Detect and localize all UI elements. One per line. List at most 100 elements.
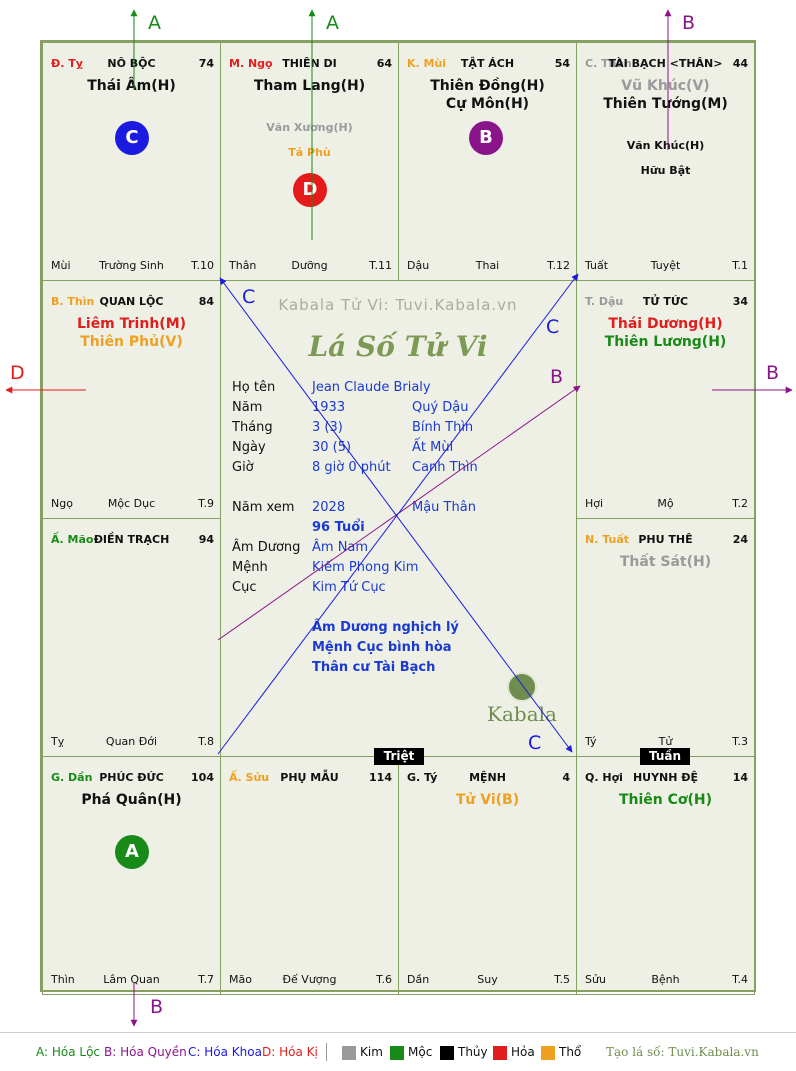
palace-number: 114 bbox=[369, 771, 392, 784]
arrow-label-c2: C bbox=[546, 316, 560, 338]
major-stars: Tử Vi(B) bbox=[399, 791, 576, 809]
palace-stage: Tuyệt bbox=[650, 259, 681, 272]
major-star: Liêm Trinh(M) bbox=[76, 316, 187, 332]
palace-month: T.3 bbox=[732, 735, 748, 748]
palace-month: T.2 bbox=[732, 497, 748, 510]
palace-branch: Mão bbox=[229, 973, 252, 986]
palace-month: T.1 bbox=[732, 259, 748, 272]
arrow-label-c1: C bbox=[242, 286, 256, 308]
major-star: Vũ Khúc(V) bbox=[621, 78, 710, 94]
swatch-moc bbox=[390, 1046, 404, 1060]
palace-number: 44 bbox=[732, 57, 748, 70]
palace-month: T.12 bbox=[547, 259, 570, 272]
major-star: Thiên Cơ(H) bbox=[618, 792, 713, 808]
palace-month: T.8 bbox=[198, 735, 214, 748]
major-stars: Vũ Khúc(V) Thiên Tướng(M) bbox=[577, 77, 754, 113]
palace-name: ĐIỀN TRẠCH bbox=[93, 533, 170, 546]
palace-canchi: M. Ngọ bbox=[229, 57, 273, 70]
minor-star: Hữu Bật bbox=[640, 164, 691, 177]
major-star: Thiên Lương(H) bbox=[604, 334, 727, 350]
major-star: Tử Vi(B) bbox=[455, 792, 520, 808]
legend-hoa-loc: A: Hóa Lộc bbox=[36, 1045, 101, 1059]
palace-name: QUAN LỘC bbox=[99, 295, 164, 308]
palace-branch: Tuất bbox=[585, 259, 609, 272]
palace-canchi: K. Mùi bbox=[407, 57, 447, 70]
palace-month: T.4 bbox=[732, 973, 748, 986]
major-star: Thái Dương(H) bbox=[608, 316, 723, 332]
arrow-label-b2: B bbox=[766, 362, 780, 384]
legend-hoa-khoa: C: Hóa Khoa bbox=[188, 1045, 262, 1059]
major-star: Phá Quân(H) bbox=[81, 792, 182, 808]
palace-name: MỆNH bbox=[469, 771, 506, 784]
minor-star: Tả Phù bbox=[288, 146, 331, 159]
legend-tho: Thổ bbox=[559, 1045, 582, 1059]
palace-stage: Bệnh bbox=[651, 973, 680, 986]
palace-canchi: G. Dần bbox=[51, 771, 93, 784]
palace-number: 54 bbox=[554, 57, 570, 70]
legend-bar: A: Hóa Lộc B: Hóa Quyền C: Hóa Khoa D: H… bbox=[0, 1032, 796, 1071]
legend-hoa-quyen: B: Hóa Quyền bbox=[104, 1045, 187, 1059]
palace-branch: Thìn bbox=[51, 973, 75, 986]
palace-name: TỬ TỨC bbox=[642, 295, 689, 308]
palace-canchi: T. Dậu bbox=[585, 295, 624, 308]
major-star: Thiên Đồng(H) bbox=[430, 78, 545, 94]
palace-stage: Tử bbox=[658, 735, 673, 748]
minor-star: Văn Khúc(H) bbox=[626, 139, 705, 152]
major-stars: Thất Sát(H) bbox=[577, 553, 754, 571]
palace-name: PHU THÊ bbox=[638, 533, 693, 546]
arrow-label-b4: B bbox=[150, 996, 164, 1018]
swatch-hoa bbox=[493, 1046, 507, 1060]
palace-month: T.6 bbox=[376, 973, 392, 986]
palace-name: TẬT ÁCH bbox=[460, 57, 515, 70]
palace-stage: Mộ bbox=[657, 497, 674, 510]
legend-hoa: Hỏa bbox=[511, 1045, 535, 1059]
palace-branch: Tý bbox=[585, 735, 597, 748]
palace-month: T.7 bbox=[198, 973, 214, 986]
major-stars: Liêm Trinh(M)Thiên Phủ(V) bbox=[43, 315, 220, 351]
major-star: Tham Lang(H) bbox=[253, 78, 366, 94]
palace-month: T.10 bbox=[191, 259, 214, 272]
palace-number: 14 bbox=[732, 771, 748, 784]
arrow-c1 bbox=[217, 273, 579, 755]
arrow-label-b1: B bbox=[682, 12, 696, 34]
palace-canchi: N. Tuất bbox=[585, 533, 630, 546]
palace-stage: Dưỡng bbox=[291, 259, 328, 272]
palace-name: PHỤ MẪU bbox=[280, 771, 339, 784]
minor-stars: Văn Xương(H) Tả Phù bbox=[221, 115, 398, 165]
palace-stage: Thai bbox=[475, 259, 500, 272]
palace-name: TÀI BẠCH <THÂN> bbox=[608, 57, 723, 70]
arrow-label-c3: C bbox=[528, 732, 542, 754]
legend-credit: Tạo lá số: Tuvi.Kabala.vn bbox=[606, 1045, 759, 1059]
palace-month: T.11 bbox=[369, 259, 392, 272]
palace-number: 74 bbox=[198, 57, 214, 70]
palace-canchi: B. Thìn bbox=[51, 295, 95, 308]
swatch-thuy bbox=[440, 1046, 454, 1060]
palace-number: 34 bbox=[732, 295, 748, 308]
palace-name: NÔ BỘC bbox=[107, 57, 156, 70]
arrow-label-d: D bbox=[10, 362, 25, 384]
palace-canchi: Đ. Tỵ bbox=[51, 57, 83, 70]
major-star: Thiên Tướng(M) bbox=[603, 96, 728, 112]
palace-canchi: Ấ. Sửu bbox=[229, 771, 270, 784]
palace-name: HUYNH ĐỆ bbox=[632, 771, 699, 784]
legend-moc: Mộc bbox=[408, 1045, 433, 1059]
swatch-kim bbox=[342, 1046, 356, 1060]
major-star: Thái Âm(H) bbox=[87, 78, 176, 94]
minor-star: Văn Xương(H) bbox=[266, 121, 353, 134]
legend-divider bbox=[326, 1043, 327, 1061]
palace-branch: Tỵ bbox=[51, 735, 65, 748]
arrow-label-b3: B bbox=[550, 366, 564, 388]
palace-canchi: G. Tý bbox=[407, 771, 438, 784]
palace-stage: Lâm Quan bbox=[103, 973, 160, 986]
palace-month: T.5 bbox=[554, 973, 570, 986]
palace-canchi: C. Thân bbox=[585, 57, 632, 70]
hoa-marker-d: D bbox=[293, 173, 327, 207]
palace-number: 104 bbox=[191, 771, 214, 784]
palace-stage: Quan Đới bbox=[105, 735, 158, 748]
palace-month: T.9 bbox=[198, 497, 214, 510]
palace-canchi: Ấ. Mão bbox=[51, 533, 94, 546]
palace-canchi: Q. Hợi bbox=[585, 771, 623, 784]
palace-number: 84 bbox=[198, 295, 214, 308]
